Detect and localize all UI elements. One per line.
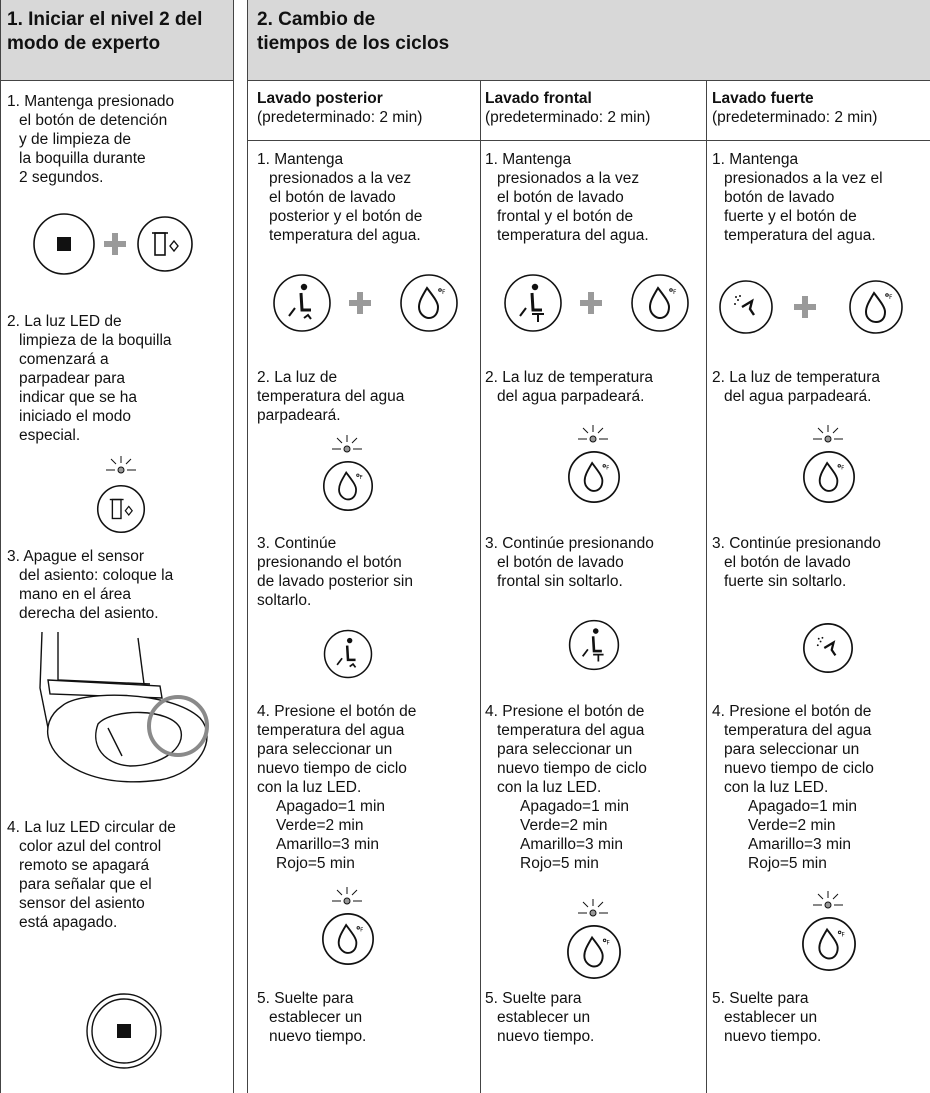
front-wash-default: (predeterminado: 2 min) xyxy=(485,109,651,126)
blink-indicator-icon xyxy=(811,890,845,912)
svg-text:F: F xyxy=(673,289,677,296)
blink-indicator-icon xyxy=(330,886,364,908)
strong-step-2: 2. La luz de temperatura del agua parpad… xyxy=(712,369,881,405)
left-right-border xyxy=(233,0,234,1093)
front-wash-icon xyxy=(567,618,621,672)
blink-indicator-icon xyxy=(811,424,845,446)
col-divider-1 xyxy=(480,81,481,1093)
left-heading: 1. Iniciar el nivel 2 del modo de expert… xyxy=(1,0,233,81)
rear-wash-icon: F xyxy=(271,272,467,334)
subheader-rule xyxy=(248,140,930,141)
strong-step-5: 5. Suelte para establecer un nuevo tiemp… xyxy=(712,990,822,1045)
water-temperature-icon: F xyxy=(802,450,856,504)
front-timings: Apagado=1 min Verde=2 min Amarillo=3 min… xyxy=(520,798,630,872)
col-title-rear: Lavado posterior (predeterminado: 2 min) xyxy=(257,89,479,127)
toilet-seat-sensor-icon xyxy=(20,628,220,788)
front-step-5: 5. Suelte para establecer un nuevo tiemp… xyxy=(485,990,595,1045)
water-temperature-icon: F xyxy=(321,912,375,966)
svg-text:F: F xyxy=(606,466,609,472)
svg-text:F: F xyxy=(841,466,844,472)
left-step-3: 3. Apague el sensor del asiento: coloque… xyxy=(7,548,174,622)
right-left-border xyxy=(247,0,248,1093)
front-wash-icon: F xyxy=(502,272,698,334)
front-step-4: 4. Presione el botón de temperatura del … xyxy=(485,703,647,796)
right-heading: 2. Cambio de tiempos de los ciclos xyxy=(248,0,930,81)
strong-step-1: 1. Mantenga presionados a la vez el botó… xyxy=(712,151,883,244)
blink-indicator-icon xyxy=(330,434,364,456)
rear-timings: Apagado=1 min Verde=2 min Amarillo=3 min… xyxy=(276,798,386,872)
rear-step-3: 3. Continúe presionando el botón de lava… xyxy=(257,535,413,609)
svg-text:F: F xyxy=(842,932,845,938)
left-step-2: 2. La luz LED de limpieza de la boquilla… xyxy=(7,313,172,444)
water-temperature-icon: F xyxy=(801,916,857,972)
col-title-strong: Lavado fuerte (predeterminado: 2 min) xyxy=(712,89,930,127)
strong-wash-icon: F xyxy=(718,279,908,335)
front-step-2: 2. La luz de temperatura del agua parpad… xyxy=(485,369,654,405)
col-divider-2 xyxy=(706,81,707,1093)
svg-text:F: F xyxy=(889,294,893,301)
strong-step-3: 3. Continúe presionando el botón de lava… xyxy=(712,535,881,590)
nozzle-cleaning-icon xyxy=(136,215,194,273)
strong-wash-icon xyxy=(802,622,854,674)
rear-step-4: 4. Presione el botón de temperatura del … xyxy=(257,703,417,796)
strong-step-4: 4. Presione el botón de temperatura del … xyxy=(712,703,874,796)
water-temperature-icon: F xyxy=(322,460,374,512)
water-temperature-icon: F xyxy=(567,450,621,504)
svg-text:F: F xyxy=(360,475,363,481)
front-step-1: 1. Mantenga presionados a la vez el botó… xyxy=(485,151,649,244)
stop-button-icon xyxy=(85,992,163,1070)
strong-wash-default: (predeterminado: 2 min) xyxy=(712,109,878,126)
water-temperature-icon: F xyxy=(566,924,622,980)
svg-text:F: F xyxy=(607,940,610,946)
rear-wash-title: Lavado posterior xyxy=(257,90,383,107)
left-step-1: 1. Mantenga presionado el botón de deten… xyxy=(7,93,175,186)
front-wash-title: Lavado frontal xyxy=(485,90,592,107)
rear-step-5: 5. Suelte para establecer un nuevo tiemp… xyxy=(257,990,367,1045)
nozzle-cleaning-icon xyxy=(96,484,146,534)
svg-text:F: F xyxy=(360,928,363,934)
svg-text:F: F xyxy=(442,289,446,296)
rear-step-2: 2. La luz de temperatura del agua parpad… xyxy=(257,369,405,424)
blink-indicator-icon xyxy=(104,455,138,477)
strong-timings: Apagado=1 min Verde=2 min Amarillo=3 min… xyxy=(748,798,858,872)
blink-indicator-icon xyxy=(576,424,610,446)
stop-button-icon xyxy=(30,212,135,276)
rear-wash-icon xyxy=(322,628,374,680)
col-title-front: Lavado frontal (predeterminado: 2 min) xyxy=(485,89,705,127)
left-step-4: 4. La luz LED circular de color azul del… xyxy=(7,819,176,931)
strong-wash-title: Lavado fuerte xyxy=(712,90,814,107)
rear-wash-default: (predeterminado: 2 min) xyxy=(257,109,423,126)
left-border xyxy=(0,0,1,1093)
rear-step-1: 1. Mantenga presionados a la vez el botó… xyxy=(257,151,423,244)
blink-indicator-icon xyxy=(576,898,610,920)
front-step-3: 3. Continúe presionando el botón de lava… xyxy=(485,535,654,590)
